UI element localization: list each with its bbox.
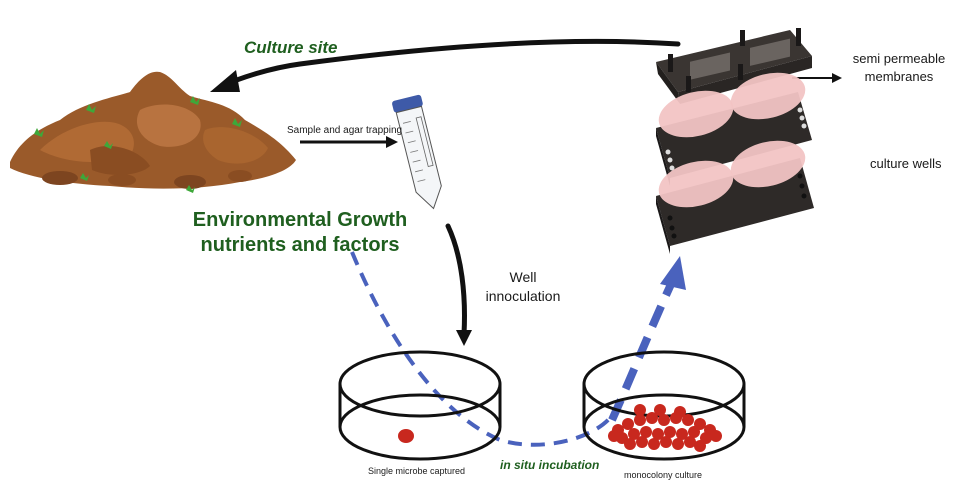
in-situ-incubation-label: in situ incubation	[500, 458, 600, 472]
microbe-colony	[608, 404, 722, 452]
well-label-line1: Well	[509, 269, 537, 285]
colony-dot	[710, 430, 722, 442]
colony-dot	[634, 414, 646, 426]
incubation-dashed-arrow	[350, 251, 612, 447]
colony-dot	[664, 426, 676, 438]
single-microbe	[398, 429, 414, 443]
petri-dish-single	[338, 350, 502, 461]
culture-site-arrow	[210, 38, 681, 92]
colony-dot	[660, 436, 672, 448]
colony-dot	[674, 406, 686, 418]
falcon-tube-illustration	[392, 94, 442, 210]
membranes-line2: membranes	[864, 69, 934, 84]
colony-dot	[608, 430, 620, 442]
colony-dot	[622, 418, 634, 430]
diffusion-chamber-device	[656, 28, 842, 254]
soil-pile-illustration	[10, 71, 296, 193]
colony-dot	[646, 412, 658, 424]
well-label-line2: innoculation	[485, 288, 561, 304]
colony-dot	[634, 404, 646, 416]
monocolony-label: monocolony culture	[624, 470, 703, 480]
colony-dot	[628, 428, 640, 440]
membranes-label: semi permeable membranes	[840, 50, 958, 86]
well-innoculation-arrow	[445, 223, 472, 346]
colony-dot	[640, 426, 652, 438]
colony-dot	[688, 426, 700, 438]
sample-trapping-label: Sample and agar trapping	[287, 125, 403, 136]
well-innoculation-label: Well innoculation	[478, 268, 568, 306]
colony-dot	[636, 436, 648, 448]
colony-dot	[624, 438, 636, 450]
colony-dot	[654, 404, 666, 416]
colony-dot	[658, 414, 670, 426]
env-title-line1: Environmental Growth	[192, 209, 408, 231]
single-microbe-label: Single microbe captured	[368, 466, 466, 476]
env-title-line2: nutrients and factors	[200, 234, 400, 256]
colony-dot	[682, 414, 694, 426]
colony-dot	[694, 440, 706, 452]
colony-dot	[676, 428, 688, 440]
colony-dot	[652, 428, 664, 440]
colony-dot	[684, 436, 696, 448]
culture-site-label: Culture site	[244, 38, 338, 57]
colony-dot	[672, 438, 684, 450]
sample-arrow	[300, 136, 398, 148]
culture-wells-label: culture wells	[870, 156, 942, 171]
colony-dot	[648, 438, 660, 450]
membranes-line1: semi permeable	[852, 51, 946, 66]
environmental-growth-title: Environmental Growth nutrients and facto…	[170, 208, 430, 258]
